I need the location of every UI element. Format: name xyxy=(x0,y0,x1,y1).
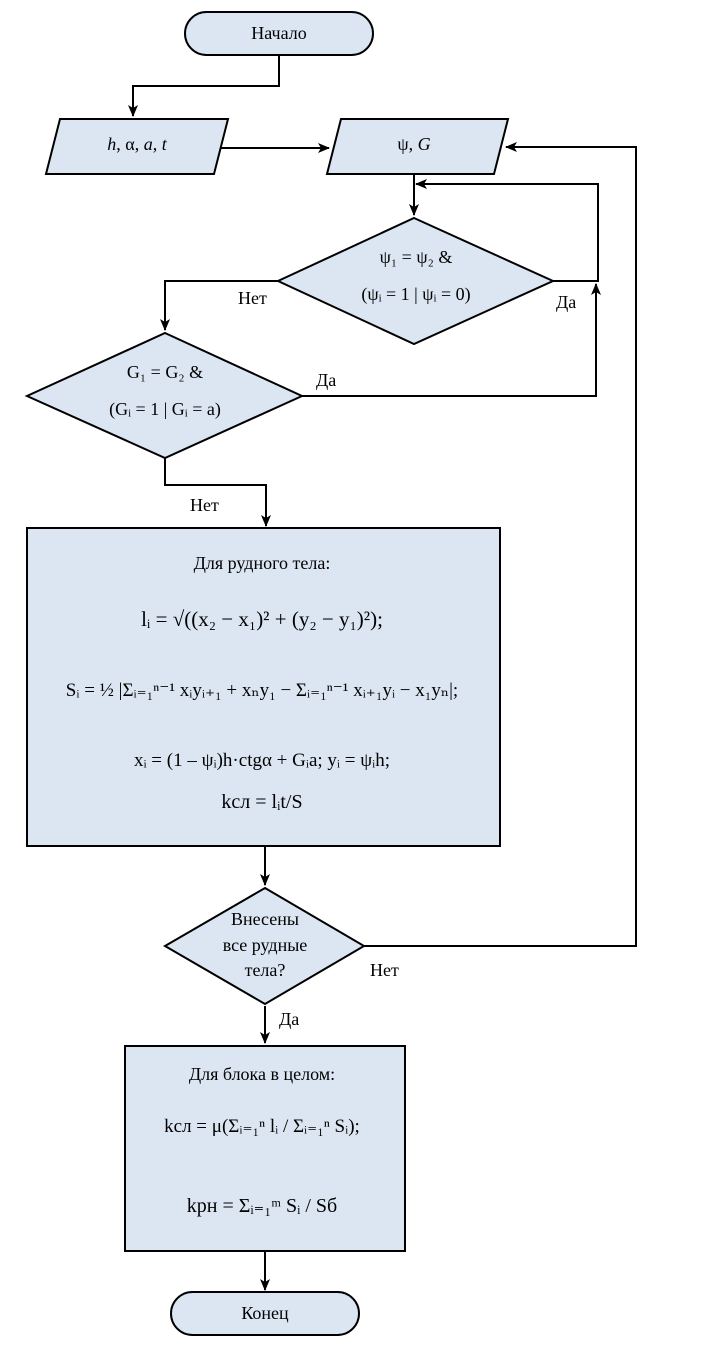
decision-all-ore-bodies-line3: тела? xyxy=(245,960,286,980)
decision-g-no-label: Нет xyxy=(190,495,219,515)
formula-k-rn: kрн = Σᵢ₌₁ᵐ Sᵢ / Sб xyxy=(187,1195,337,1217)
decision-done-no-label: Нет xyxy=(370,960,399,980)
process-ore-body-title: Для рудного тела: xyxy=(194,553,331,573)
edge-start-to-input xyxy=(128,55,280,117)
process-block-box xyxy=(124,1045,406,1252)
formula-k-sl-block: kсл = μ(Σᵢ₌₁ⁿ lᵢ / Σᵢ₌₁ⁿ Sᵢ); xyxy=(164,1116,360,1137)
decision-all-ore-bodies-shape xyxy=(163,886,366,1006)
formula-xy: xᵢ = (1 – ψᵢ)h·ctgα + Gᵢa; yᵢ = ψᵢh; xyxy=(134,750,390,771)
input-psi-g-shape xyxy=(325,118,510,175)
edge-decision1-yes-loop xyxy=(415,179,599,282)
decision-all-ore-bodies-line2: все рудные xyxy=(223,935,308,955)
decision-psi-shape xyxy=(275,216,556,346)
formula-k-sl: kсл = lᵢt/S xyxy=(221,791,302,813)
edge-decision2-yes xyxy=(302,283,601,397)
decision-psi-yes-label: Да xyxy=(556,292,576,312)
decision-g-yes-label: Да xyxy=(316,370,336,390)
end-label: Конец xyxy=(241,1303,289,1323)
process-block-title: Для блока в целом: xyxy=(189,1064,335,1084)
decision-g-line1: G₁ = G₂ & xyxy=(127,362,203,382)
decision-psi-line1: ψ₁ = ψ₂ & xyxy=(380,247,453,267)
input-params-shape xyxy=(44,118,230,175)
formula-l: lᵢ = √((x₂ − x₁)² + (y₂ − y₁)²); xyxy=(141,607,383,631)
start-terminator xyxy=(184,11,374,56)
decision-done-yes-label: Да xyxy=(279,1009,299,1029)
edge-decision1-no xyxy=(160,280,278,331)
decision-g-shape xyxy=(24,331,305,460)
process-ore-body-box xyxy=(26,527,501,847)
decision-all-ore-bodies-line1: Внесены xyxy=(231,909,299,929)
decision-psi-line2: (ψᵢ = 1 | ψᵢ = 0) xyxy=(361,284,470,305)
start-label: Начало xyxy=(251,23,306,43)
input-psi-g-label: ψ, G xyxy=(397,134,430,154)
edge-decision2-no xyxy=(164,458,271,527)
input-params-label: h, α, a, t xyxy=(107,134,167,154)
formula-s: Sᵢ = ½ |Σᵢ₌₁ⁿ⁻¹ xᵢyᵢ₊₁ + xₙy₁ − Σᵢ₌₁ⁿ⁻¹ … xyxy=(66,680,458,701)
decision-g-line2: (Gᵢ = 1 | Gᵢ = a) xyxy=(109,399,221,420)
edge-decision3-no-loop xyxy=(364,142,637,947)
decision-psi-no-label: Нет xyxy=(238,288,267,308)
end-terminator xyxy=(170,1291,360,1336)
